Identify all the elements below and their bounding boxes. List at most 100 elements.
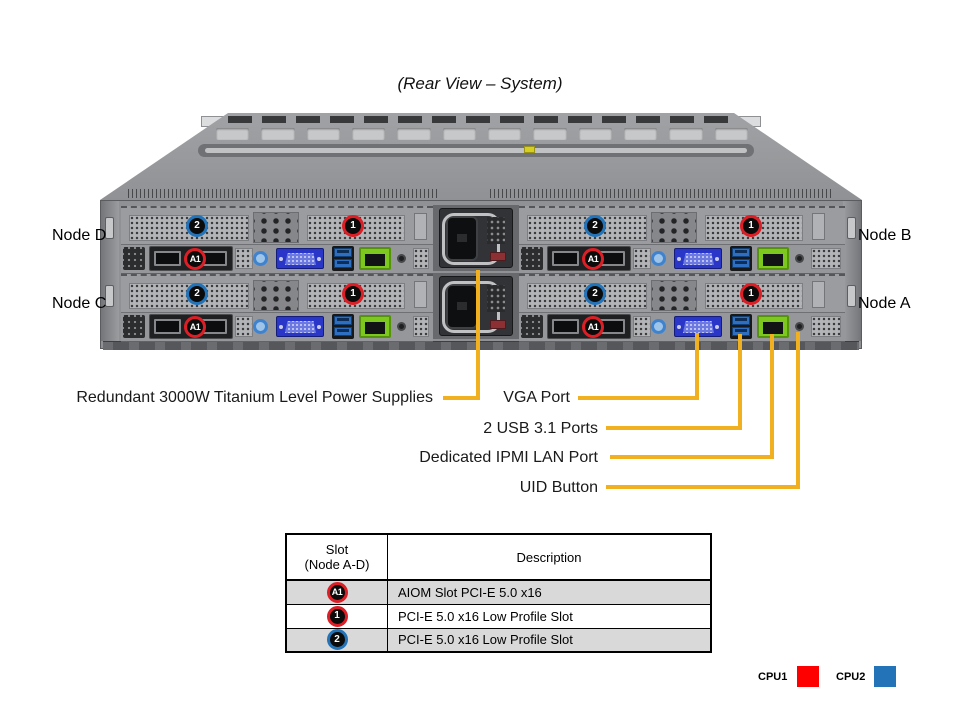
cpu2-color-swatch xyxy=(874,666,896,687)
slot-bracket xyxy=(812,281,825,308)
usb-port-1 xyxy=(334,248,352,257)
tray-latch xyxy=(847,217,856,239)
vga-screw-icon xyxy=(279,325,283,329)
node-label-d: Node D xyxy=(52,227,107,244)
callout-line-psu xyxy=(443,396,480,400)
mini-vent xyxy=(633,316,651,337)
uid-button xyxy=(795,322,804,331)
slot1-badge: 1 xyxy=(740,283,762,305)
page-title: (Rear View – System) xyxy=(397,74,563,93)
handle-rail xyxy=(205,148,747,153)
slot2-badge: 2 xyxy=(186,283,208,305)
header-slot: Slot (Node A-D) xyxy=(285,533,388,581)
chassis-body: 2 1 A1 xyxy=(100,200,862,350)
io-strip: A1 xyxy=(519,312,845,342)
table-row: 1 PCI-E 5.0 x16 Low Profile Slot xyxy=(285,603,712,629)
vga-connector xyxy=(683,253,714,265)
node-panel-node-a: 2 1 A1 xyxy=(519,274,845,342)
right-vent xyxy=(811,316,841,337)
aiom-badge: A1 xyxy=(582,316,604,338)
lan-jack xyxy=(365,254,385,266)
fine-vent-strip xyxy=(128,189,440,198)
slot-bracket xyxy=(414,281,427,308)
lan-jack xyxy=(365,322,385,334)
lan-jack xyxy=(763,254,783,266)
chassis-top-panel xyxy=(100,113,862,200)
node-label-c: Node C xyxy=(52,295,107,312)
aiom-badge: A1 xyxy=(184,248,206,270)
pci-slot-strip: 2 1 xyxy=(121,206,433,245)
slot-bracket xyxy=(812,213,825,240)
callout-line-uid xyxy=(796,332,800,489)
chassis-bottom-lip xyxy=(103,341,859,350)
vent-slot xyxy=(442,128,476,140)
vga-screw-icon xyxy=(715,325,719,329)
usb-ports xyxy=(332,314,354,339)
callout-line-ipmi xyxy=(610,455,774,459)
slot1-badge: 1 xyxy=(342,283,364,305)
psu-face xyxy=(439,208,513,268)
thumbscrew-icon xyxy=(651,319,666,334)
vent-slot xyxy=(669,128,703,140)
right-vent xyxy=(413,248,429,269)
cpu1-color-swatch xyxy=(797,666,819,687)
power-connector-block xyxy=(521,315,543,338)
vga-screw-icon xyxy=(317,325,321,329)
chassis-edge-left xyxy=(101,201,119,341)
callout-line-psu xyxy=(476,270,480,400)
description-cell: PCI-E 5.0 x16 Low Profile Slot xyxy=(387,603,712,629)
vga-screw-icon xyxy=(317,257,321,261)
slot-cell: A1 xyxy=(285,579,388,605)
center-vent-block xyxy=(253,280,299,311)
ipmi-callout-label: Dedicated IPMI LAN Port xyxy=(419,449,598,466)
thumbscrew-icon xyxy=(253,251,268,266)
vent-slot xyxy=(216,128,250,140)
callout-line-usb xyxy=(738,334,742,430)
node-panel-node-d: 2 1 A1 xyxy=(121,206,433,274)
psu-callout-label: Redundant 3000W Titanium Level Power Sup… xyxy=(76,389,433,406)
callout-line-vga xyxy=(578,396,699,400)
top-vent-dashes xyxy=(228,116,736,123)
vent-slot xyxy=(714,128,748,140)
psu-latch xyxy=(490,320,506,329)
usb-ports xyxy=(332,246,354,271)
thumbscrew-icon xyxy=(651,251,666,266)
usb-port-1 xyxy=(334,316,352,325)
center-vent-block xyxy=(651,212,697,243)
mini-vent xyxy=(633,248,651,269)
slot1-badge: 1 xyxy=(342,215,364,237)
pci-slot-strip: 2 1 xyxy=(519,274,845,313)
vga-port xyxy=(276,248,324,269)
vga-port xyxy=(674,316,722,337)
header-slot-line2: (Node A-D) xyxy=(304,557,370,572)
mini-vent xyxy=(235,316,253,337)
center-vent-block xyxy=(253,212,299,243)
callout-line-vga xyxy=(695,333,699,400)
uid-callout-label: UID Button xyxy=(519,479,598,496)
node-label-a: Node A xyxy=(858,295,911,312)
aiom-port-1 xyxy=(552,319,579,334)
callout-line-ipmi xyxy=(770,334,774,459)
vent-slot xyxy=(397,128,431,140)
table-row: 2 PCI-E 5.0 x16 Low Profile Slot xyxy=(285,627,712,653)
chassis-edge-right xyxy=(843,201,861,341)
lan-jack xyxy=(763,322,783,334)
fine-vent-strip xyxy=(490,189,833,198)
aiom-port-1 xyxy=(154,251,181,266)
power-connector-block xyxy=(123,315,145,338)
psu-unit-top xyxy=(433,205,519,271)
vga-port xyxy=(276,316,324,337)
power-connector-block xyxy=(123,247,145,270)
pci-slot-strip: 2 1 xyxy=(121,274,433,313)
aiom-port-1 xyxy=(154,319,181,334)
io-strip: A1 xyxy=(121,244,433,274)
usb-port-2 xyxy=(334,327,352,336)
slot-badge-2: 2 xyxy=(326,629,348,651)
chassis: 2 1 A1 xyxy=(100,113,862,350)
tray-latch xyxy=(847,285,856,307)
vent-slot-row xyxy=(216,128,748,140)
vga-connector xyxy=(285,253,316,265)
slot1-badge: 1 xyxy=(740,215,762,237)
cpu2-label: CPU2 xyxy=(836,671,866,683)
psu-latch xyxy=(490,252,506,261)
